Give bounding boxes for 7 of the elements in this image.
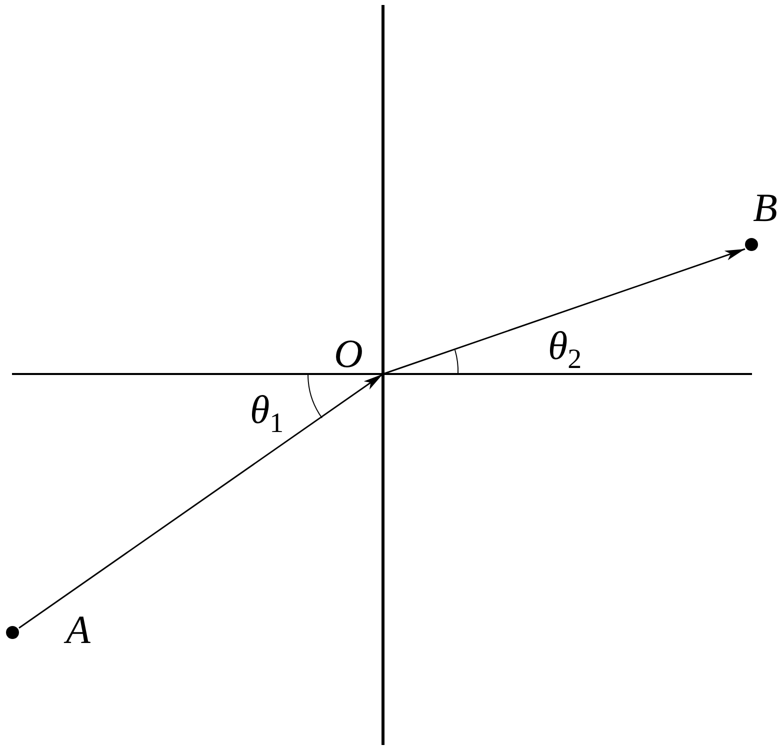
- point-label: B: [753, 188, 778, 228]
- point-label: O: [334, 334, 363, 374]
- point-label: A: [66, 610, 90, 650]
- arrow: [382, 248, 746, 375]
- angle-label: θ$_{2}$: [548, 324, 582, 377]
- angle-label: θ$_{1}$: [250, 388, 284, 441]
- arrow: [18, 373, 384, 629]
